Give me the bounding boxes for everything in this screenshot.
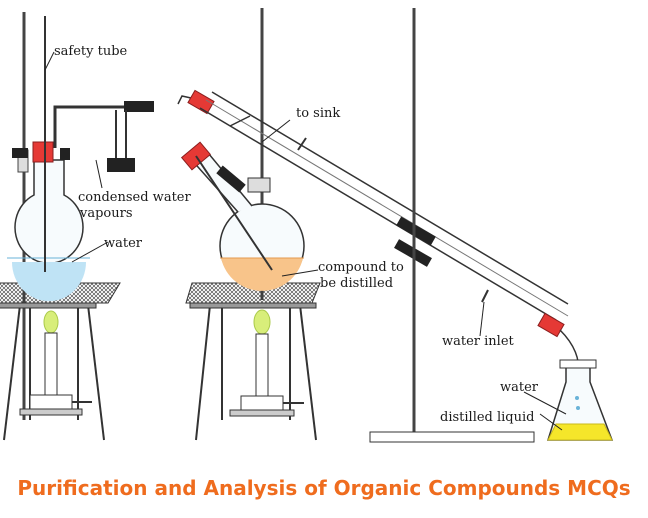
label-water-inlet: water inlet (442, 334, 514, 349)
middle-burner (229, 309, 304, 417)
label-compound-to: compound to (318, 260, 404, 275)
pointer-lines (44, 51, 567, 431)
page-title: Purification and Analysis of Organic Com… (17, 476, 631, 500)
right-retort-stand (369, 8, 535, 443)
label-be-distilled: be distilled (320, 276, 394, 291)
label-water-flask: water (104, 236, 143, 251)
label-to-sink: to sink (296, 106, 341, 121)
middle-wire-gauze (185, 282, 321, 309)
label-distilled-liquid: distilled liquid (440, 410, 535, 425)
label-water-beaker: water (500, 380, 539, 395)
label-safety-tube: safety tube (54, 44, 128, 59)
middle-tripod (195, 304, 317, 441)
receiving-flask (546, 359, 614, 441)
left-flask (7, 16, 154, 302)
condenser (177, 89, 580, 373)
label-condensed-water: condensed water (78, 190, 191, 205)
label-vapours: vapours (80, 206, 133, 221)
left-burner (19, 310, 92, 416)
distilling-flask (180, 141, 305, 291)
